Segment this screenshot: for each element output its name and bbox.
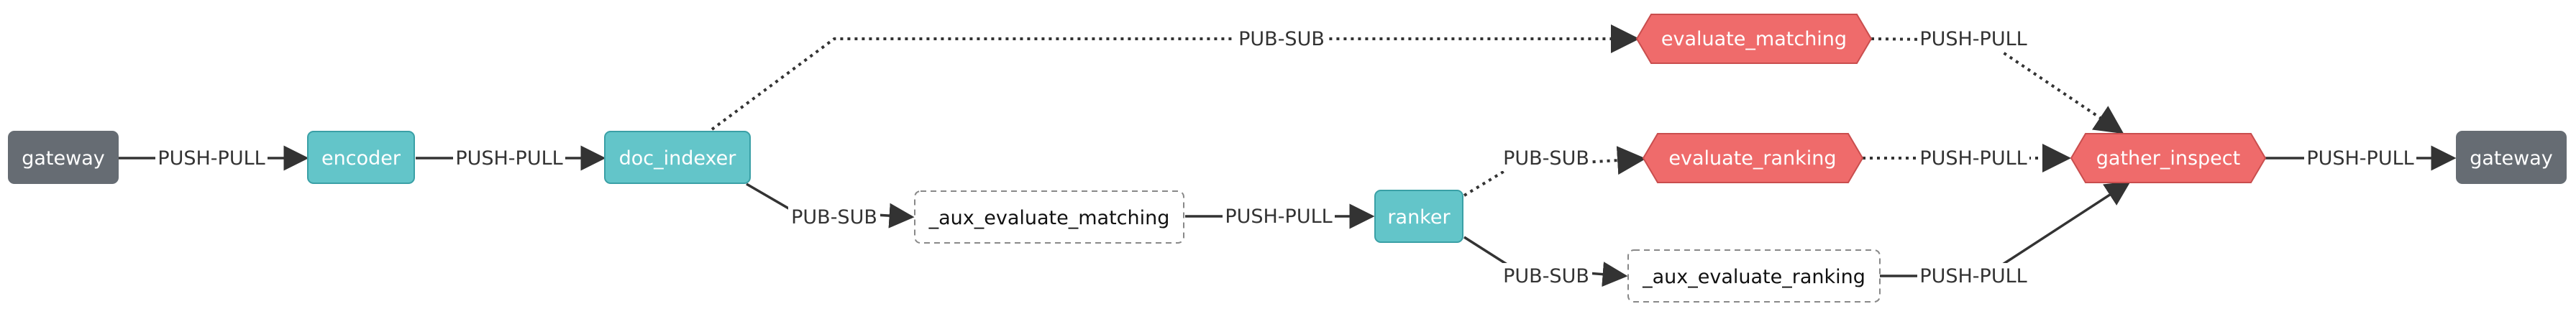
node-doc-indexer-label: doc_indexer — [619, 147, 737, 170]
node-ranker[interactable]: ranker — [1374, 190, 1463, 243]
edge-label-ranker-evaluate-ranking: PUB-SUB — [1503, 147, 1589, 170]
edge-label-gather-gateway: PUSH-PULL — [2306, 147, 2413, 170]
node-aux-evaluate-ranking-label: _aux_evaluate_ranking — [1642, 266, 1865, 288]
node-gateway-out[interactable]: gateway — [2456, 131, 2567, 184]
edge-labels: PUSH-PULL PUSH-PULL PUB-SUB PUB-SUB PUSH… — [155, 26, 2416, 289]
edge-label-doc-indexer-evaluate-matching: PUB-SUB — [1238, 28, 1325, 50]
node-evaluate-matching-label: evaluate_matching — [1661, 28, 1847, 50]
node-aux-evaluate-matching[interactable]: _aux_evaluate_matching — [914, 190, 1184, 244]
node-encoder-label: encoder — [321, 147, 401, 170]
edge-doc-indexer-evaluate-matching — [711, 24, 1640, 131]
edge-aux-ranking-gather — [1880, 181, 2131, 277]
node-gather-inspect[interactable]: gather_inspect — [2070, 133, 2267, 183]
edge-label-evaluate-ranking-gather: PUSH-PULL — [1919, 147, 2027, 170]
node-doc-indexer[interactable]: doc_indexer — [604, 131, 751, 184]
node-gateway-in-label: gateway — [22, 147, 105, 170]
edge-label-aux-ranking-gather: PUSH-PULL — [1919, 265, 2027, 287]
node-gateway-in[interactable]: gateway — [8, 131, 119, 184]
node-ranker-label: ranker — [1387, 206, 1451, 229]
node-evaluate-ranking-label: evaluate_ranking — [1668, 147, 1836, 170]
node-gateway-out-label: gateway — [2470, 147, 2553, 170]
edge-evaluate-matching-gather — [1871, 37, 2124, 134]
node-encoder[interactable]: encoder — [307, 131, 415, 184]
node-evaluate-ranking[interactable]: evaluate_ranking — [1642, 133, 1864, 183]
edge-label-ranker-aux-ranking: PUB-SUB — [1503, 265, 1589, 287]
node-evaluate-matching[interactable]: evaluate_matching — [1635, 14, 1873, 64]
edge-label-encoder-doc-indexer: PUSH-PULL — [455, 147, 562, 170]
edge-label-aux-matching-ranker: PUSH-PULL — [1225, 206, 1332, 228]
node-aux-evaluate-ranking[interactable]: _aux_evaluate_ranking — [1627, 249, 1881, 303]
node-gather-inspect-label: gather_inspect — [2096, 147, 2240, 170]
edge-label-evaluate-matching-gather: PUSH-PULL — [1919, 28, 2027, 50]
nodes: gateway encoder doc_indexer _aux_evaluat… — [8, 14, 2567, 303]
edge-label-gateway-encoder: PUSH-PULL — [157, 147, 265, 170]
node-aux-evaluate-matching-label: _aux_evaluate_matching — [928, 207, 1170, 229]
edge-label-doc-indexer-aux-matching: PUB-SUB — [791, 206, 877, 229]
